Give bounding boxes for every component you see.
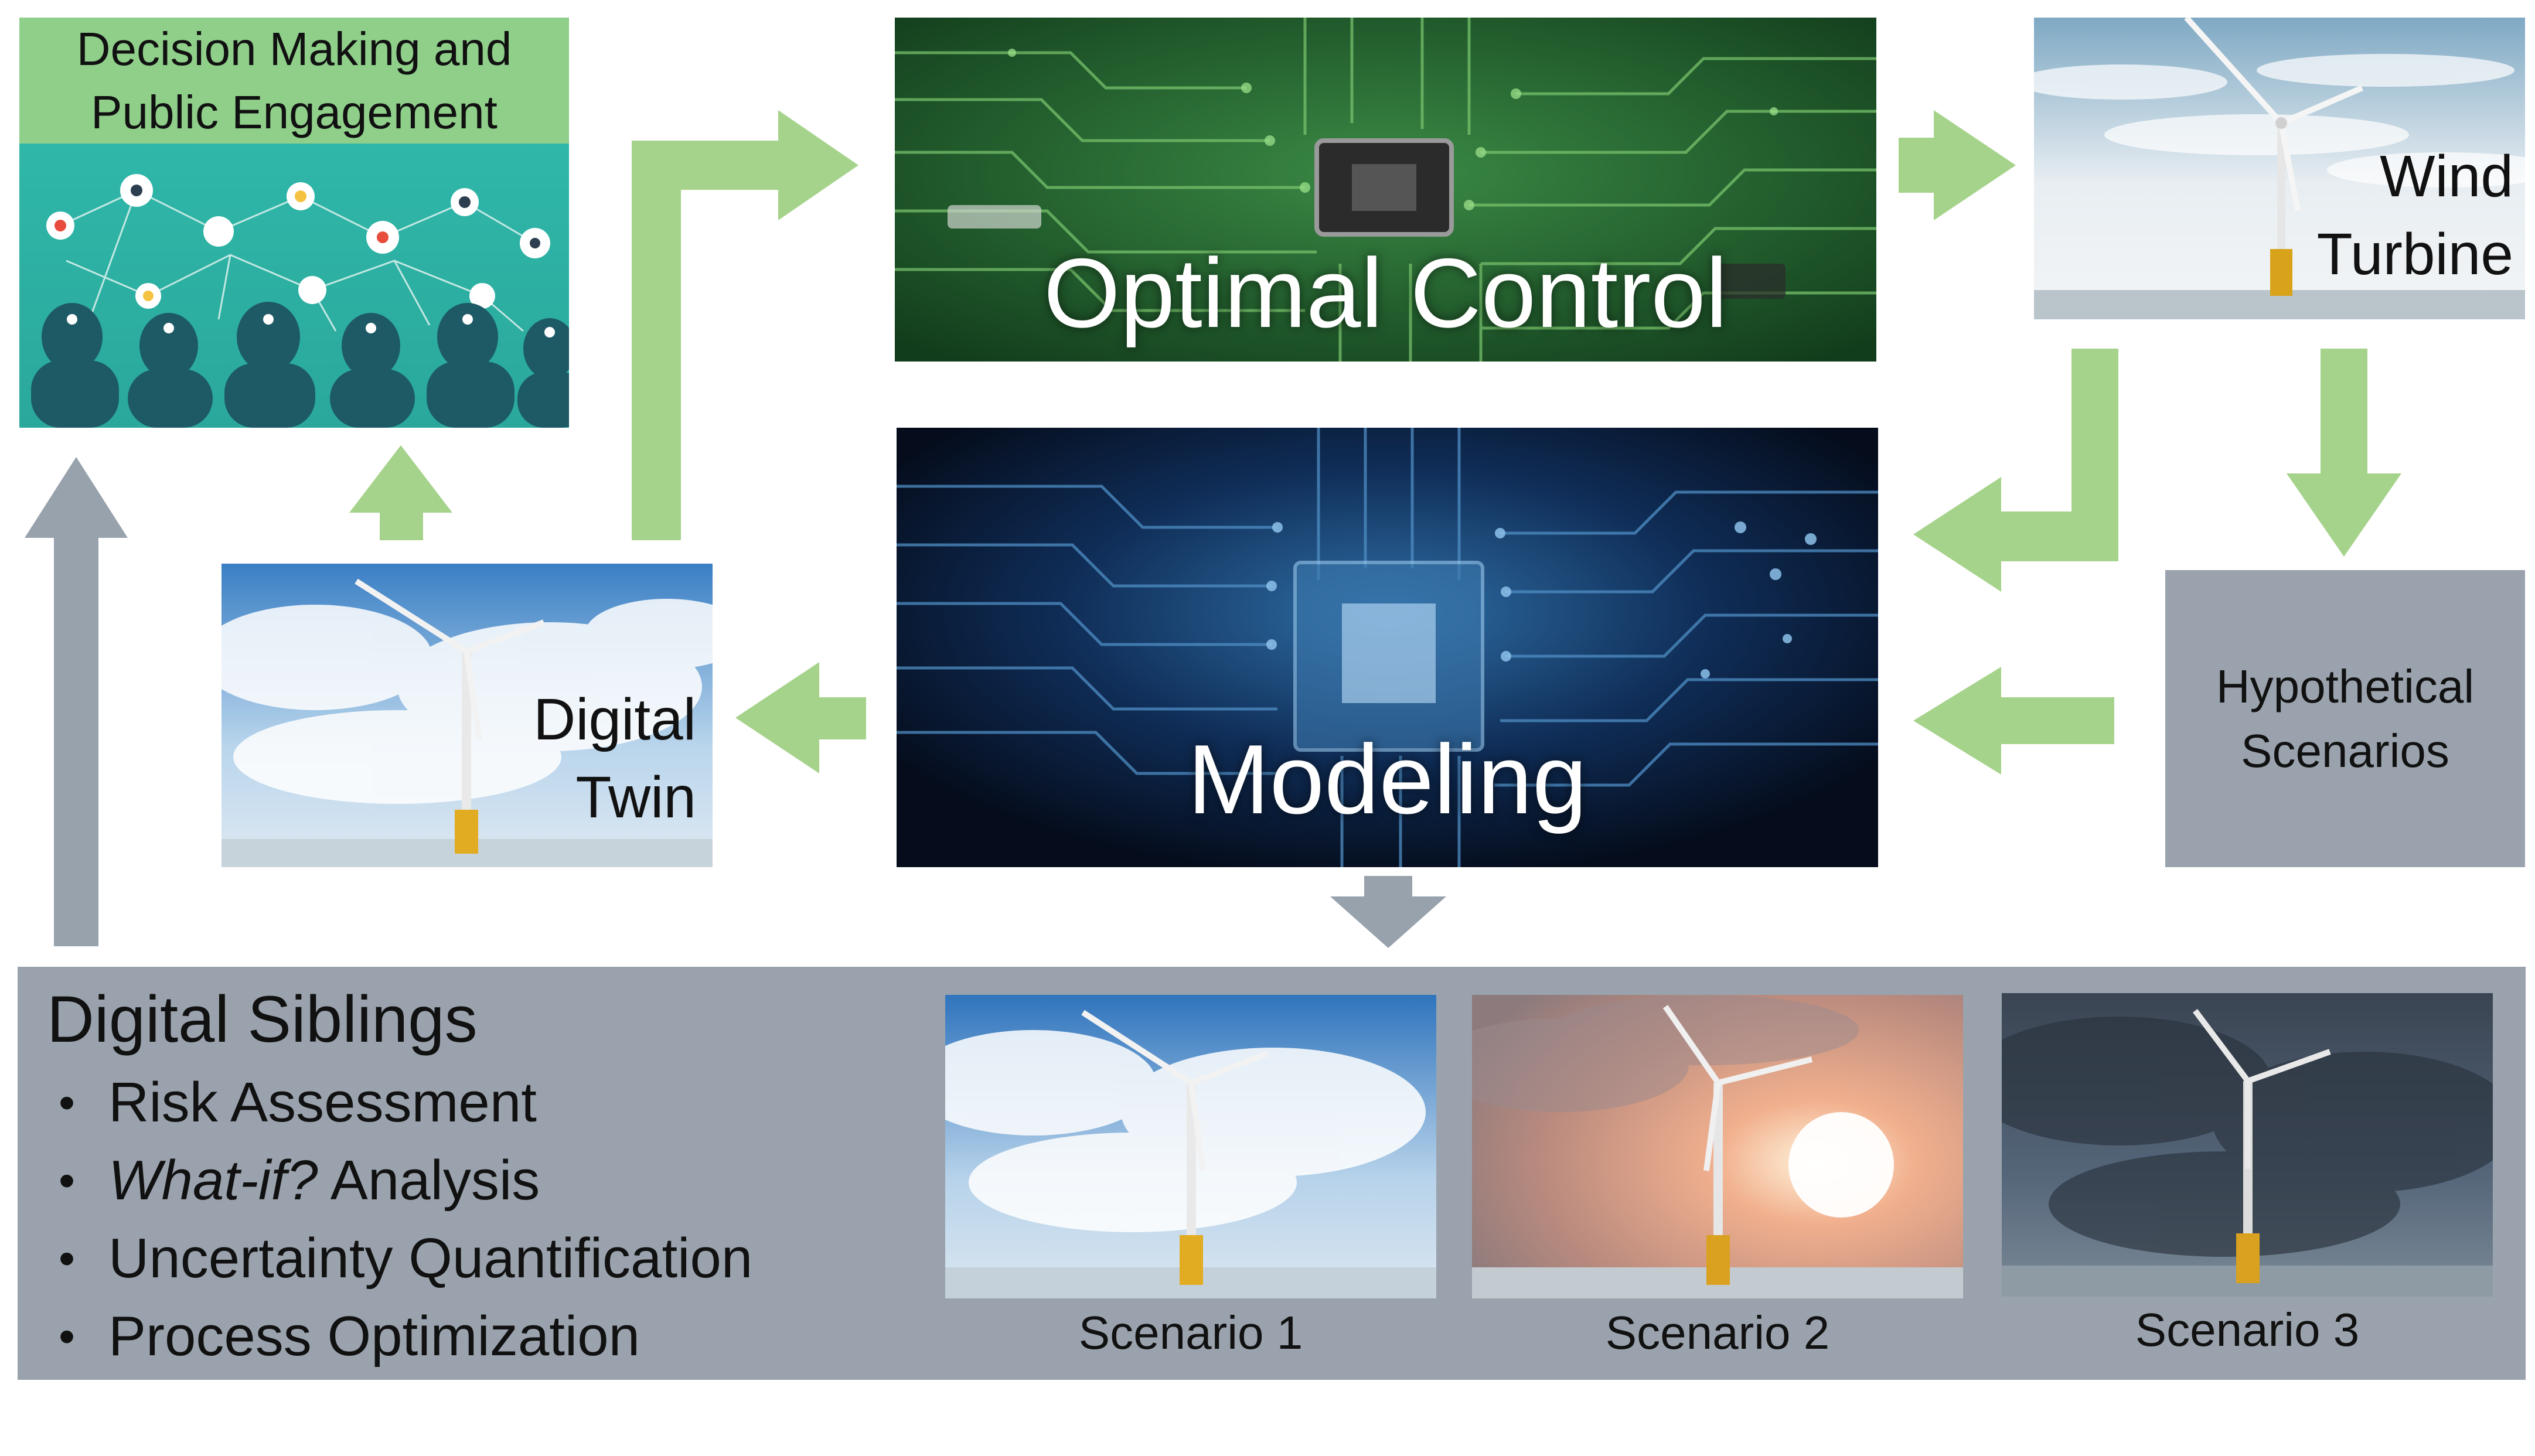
bullet-dot: • bbox=[59, 1310, 76, 1362]
decision-making-line2: Public Engagement bbox=[91, 86, 498, 138]
scenario-3-render bbox=[2002, 993, 2493, 1297]
digital-twin-line2: Twin bbox=[575, 765, 696, 830]
arrow-hypothetical-to-modeling bbox=[1913, 667, 2114, 775]
arrow-twin-to-decision bbox=[349, 445, 452, 540]
green-circuit-board-image bbox=[895, 18, 1876, 362]
scenario-3-image bbox=[2002, 993, 2493, 1297]
digital-siblings-list: • Risk Assessment • What-if? Analysis • … bbox=[47, 1063, 752, 1375]
digital-twin-panel: Digital Twin bbox=[222, 564, 713, 867]
wind-turbine-label: Wind Turbine bbox=[2317, 138, 2513, 294]
bullet-text-italic: What-if? bbox=[108, 1149, 318, 1212]
modeling-panel: Modeling bbox=[897, 428, 1878, 867]
people-network-illustration bbox=[31, 174, 569, 428]
bullet-dot: • bbox=[59, 1076, 76, 1128]
scenario-3-label: Scenario 3 bbox=[2135, 1304, 2360, 1356]
digital-twin-label: Digital Twin bbox=[533, 681, 696, 837]
bullet-dot: • bbox=[59, 1154, 76, 1206]
decision-making-panel: Decision Making and Public Engagement bbox=[19, 18, 569, 428]
digital-siblings-band: Digital Siblings • Risk Assessment • Wha… bbox=[18, 967, 2526, 1380]
arrow-modeling-to-twin bbox=[735, 662, 866, 773]
bullet-text: Risk Assessment bbox=[108, 1071, 537, 1134]
blue-circuit-board-image bbox=[897, 428, 1878, 867]
decision-making-header bbox=[19, 18, 569, 144]
scenario-1-image bbox=[945, 995, 1436, 1298]
wind-turbine-line1: Wind bbox=[2380, 144, 2513, 209]
arrow-modeling-to-siblings bbox=[1330, 876, 1446, 948]
digital-twin-line1: Digital bbox=[533, 687, 696, 752]
optimal-control-panel: Optimal Control bbox=[895, 18, 1876, 362]
arrow-twin-to-optimal-control bbox=[632, 110, 858, 540]
scenario-1-label: Scenario 1 bbox=[1078, 1307, 1303, 1359]
scenario-2-image bbox=[1472, 995, 1963, 1298]
wind-turbine-photo bbox=[2034, 18, 2525, 319]
modeling-label: Modeling bbox=[1187, 724, 1587, 834]
scenario-2-label: Scenario 2 bbox=[1605, 1307, 1830, 1359]
decision-making-image bbox=[19, 144, 569, 428]
hypothetical-line1: Hypothetical bbox=[2216, 660, 2475, 712]
digital-siblings-title: Digital Siblings bbox=[47, 983, 478, 1056]
sun-icon bbox=[1788, 1112, 1894, 1218]
arrow-siblings-to-decision bbox=[25, 457, 128, 946]
arrow-optimal-control-to-turbine bbox=[1899, 110, 2016, 220]
bullet-dot: • bbox=[59, 1232, 76, 1284]
arrow-turbine-to-modeling bbox=[1913, 349, 2118, 592]
scenario-2-render bbox=[1472, 995, 1963, 1298]
bullet-what-if-analysis: • What-if? Analysis bbox=[47, 1141, 752, 1219]
scenario-1-render bbox=[945, 995, 1436, 1298]
digital-twin-render bbox=[222, 564, 713, 867]
bullet-process-optimization: • Process Optimization bbox=[47, 1297, 752, 1375]
hypothetical-line2: Scenarios bbox=[2241, 724, 2449, 777]
hypothetical-scenarios-box: Hypothetical Scenarios bbox=[2165, 570, 2525, 867]
bullet-text: Uncertainty Quantification bbox=[108, 1227, 753, 1290]
bullet-uncertainty-quantification: • Uncertainty Quantification bbox=[47, 1219, 752, 1297]
decision-making-title: Decision Making and Public Engagement bbox=[19, 18, 569, 144]
bullet-text: Process Optimization bbox=[108, 1305, 640, 1368]
wind-turbine-panel: Wind Turbine bbox=[2034, 18, 2525, 319]
arrow-turbine-to-hypothetical bbox=[2287, 349, 2401, 557]
wind-turbine-line2: Turbine bbox=[2316, 221, 2513, 287]
bullet-text: Analysis bbox=[318, 1149, 540, 1212]
decision-making-line1: Decision Making and bbox=[76, 22, 512, 75]
optimal-control-label: Optimal Control bbox=[1043, 237, 1728, 348]
bullet-risk-assessment: • Risk Assessment bbox=[47, 1063, 752, 1141]
